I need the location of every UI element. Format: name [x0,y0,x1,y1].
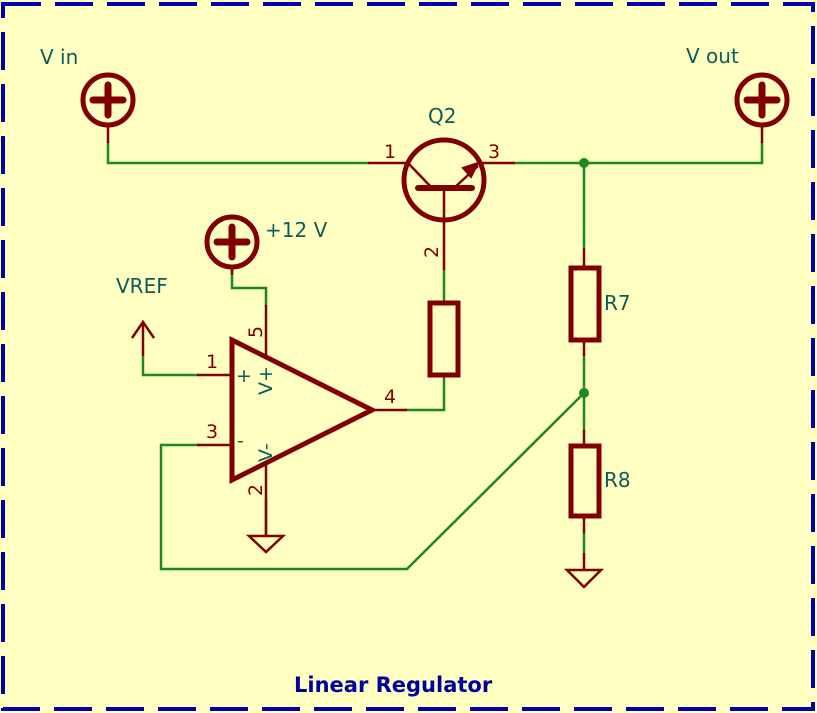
pin-number: 3 [206,421,218,443]
pin-number: 5 [245,326,267,338]
power-port-vout[interactable]: V out [686,44,790,143]
q2-ref: Q2 [428,104,456,128]
resistor-base[interactable] [427,300,461,378]
plus-sign: + [236,365,252,387]
pin-number: 3 [488,141,500,163]
resistor-r7[interactable]: R7 [568,248,631,356]
resistor-body [427,300,461,378]
pin-number: 1 [384,141,396,163]
resistor-body [568,265,602,343]
v12-label: +12 V [265,218,328,242]
ground-r8[interactable] [563,553,605,589]
vminus-label: V- [255,443,277,462]
r7-ref: R7 [604,291,631,315]
vplus-label: V+ [255,366,277,395]
junction-dot [579,388,589,398]
ground-opamp[interactable] [245,520,287,554]
wire-out-resistor[interactable] [405,373,446,412]
collector-lead [407,162,433,189]
junction-dot [579,158,589,168]
wire-12v-vplus[interactable] [230,268,268,307]
pin-number: 1 [206,351,218,373]
transistor-q2[interactable]: Q2 1 3 2 [368,104,515,270]
vref-label: VREF [116,274,168,298]
arrow-up-icon [130,319,156,339]
resistor-r8[interactable]: R8 [568,430,631,533]
minus-sign: - [237,430,244,452]
power-port-12v[interactable]: +12 V [204,214,328,275]
wire-vin-collector[interactable] [106,141,370,165]
r8-ref: R8 [604,468,631,492]
net-label-vref[interactable]: VREF [116,274,168,356]
sheet-title: Linear Regulator [294,673,493,697]
vout-label: V out [686,44,739,68]
vin-label: V in [40,45,78,69]
resistor-body [568,443,602,519]
pin-number: 2 [245,484,267,496]
wire-vref-noninv[interactable] [141,354,199,377]
opamp[interactable]: 1 3 4 5 2 + - V+ V- [197,305,407,520]
wire-feedback[interactable] [159,391,586,571]
wire-emitter-vout[interactable] [513,141,764,165]
power-port-vin[interactable]: V in [40,45,136,143]
emitter-arrow-icon [461,161,480,179]
ground-icon [563,568,605,589]
pin-number: 2 [421,246,443,258]
ground-icon [245,534,287,554]
pin-number: 4 [384,386,396,408]
opamp-body [229,335,378,485]
